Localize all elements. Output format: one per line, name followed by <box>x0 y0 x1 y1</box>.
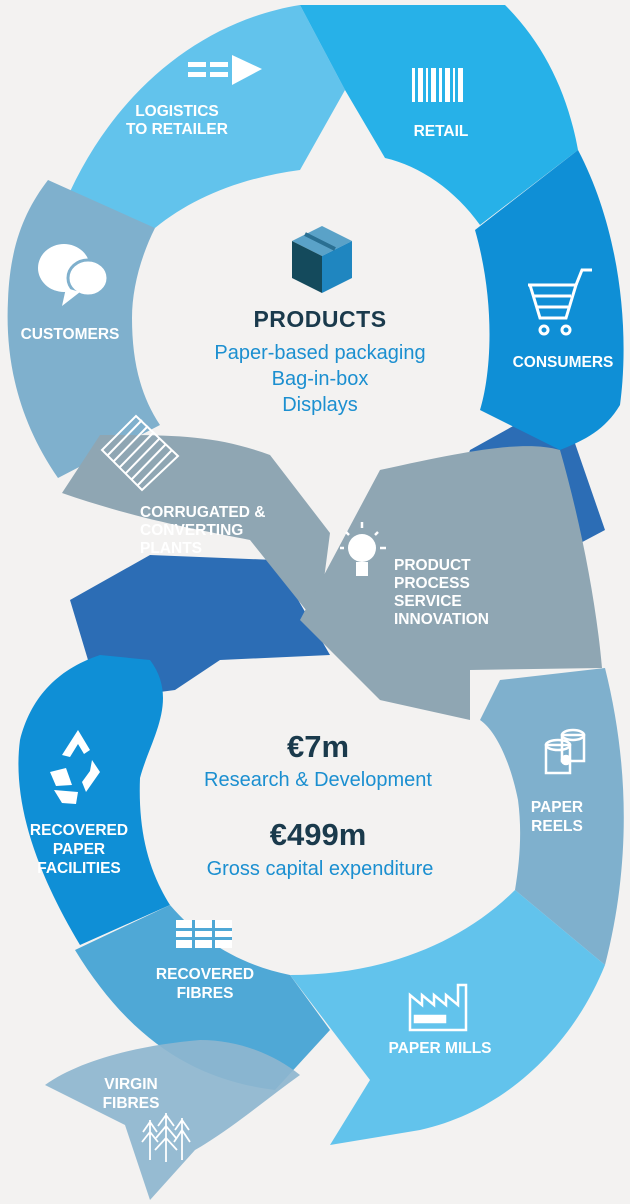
recovered-fibres-label-line-1: RECOVERED <box>156 966 254 983</box>
innovation-label-line-3: SERVICE <box>394 593 462 610</box>
paper-reels-label-line-2: REELS <box>531 818 583 835</box>
segment-consumers <box>475 150 624 450</box>
top-center-disc <box>132 138 488 494</box>
capex-value: €499m <box>270 817 367 852</box>
corrugated-sheets-icon <box>100 414 180 492</box>
trees-icon <box>141 1113 191 1162</box>
recovered-paper-label-line-2: PAPER <box>53 841 105 858</box>
recycle-icon <box>50 730 100 804</box>
innovation-label-line-1: PRODUCT <box>394 557 471 574</box>
segment-corrugated <box>62 435 330 625</box>
segment-innovation <box>300 446 602 720</box>
corrugated-label-line-3: PLANTS <box>140 540 202 557</box>
factory-icon <box>408 983 468 1032</box>
rd-spend-label: Research & Development <box>204 769 432 791</box>
bottom-center-disc <box>140 628 496 984</box>
corrugated-label-line-2: CONVERTING <box>140 522 243 539</box>
products-line-3: Displays <box>282 394 358 416</box>
segment-retail <box>300 5 578 225</box>
segment-recovered-paper <box>18 655 170 945</box>
retail-label-line-1: RETAIL <box>414 123 469 140</box>
capex-label: Gross capital expenditure <box>207 858 434 880</box>
rd-spend-value: €7m <box>287 729 349 764</box>
recovered-paper-label-line-1: RECOVERED <box>30 822 128 839</box>
recovered-fibres-label-line-2: FIBRES <box>177 985 234 1002</box>
recovered-paper-label-line-3: FACILITIES <box>37 860 121 877</box>
products-line-2: Bag-in-box <box>272 368 369 390</box>
innovation-label-line-4: INNOVATION <box>394 611 489 628</box>
corrugated-label-line-1: CORRUGATED & <box>140 504 265 521</box>
innovation-label-line-2: PROCESS <box>394 575 470 592</box>
products-title: PRODUCTS <box>253 306 386 332</box>
lightbulb-icon <box>340 522 386 576</box>
arrow-icon <box>188 55 262 85</box>
consumers-label-line-1: CONSUMERS <box>513 354 614 371</box>
customers-label-line-1: CUSTOMERS <box>21 326 120 343</box>
segment-logistics <box>60 5 345 228</box>
paper-reels-icon <box>544 728 586 775</box>
products-line-1: Paper-based packaging <box>214 342 425 364</box>
virgin-fibres-label-line-1: VIRGIN <box>104 1076 157 1093</box>
barcode-icon <box>412 68 463 102</box>
segment-recovered-fibres <box>75 905 330 1090</box>
virgin-fibres-label-line-2: FIBRES <box>103 1095 160 1112</box>
logistics-label-line-1: LOGISTICS <box>135 103 219 120</box>
segment-paper-mills <box>290 890 605 1145</box>
paper-reels-label-line-1: PAPER <box>531 799 583 816</box>
shopping-cart-icon <box>528 268 592 336</box>
segment-virgin-fibres <box>45 1040 300 1200</box>
paper-mills-label-line-1: PAPER MILLS <box>388 1040 491 1057</box>
logistics-label-line-2: TO RETAILER <box>126 121 228 138</box>
box-icon <box>292 226 352 293</box>
segment-paper-reels <box>480 668 624 965</box>
speech-bubbles-icon <box>38 244 110 306</box>
bale-icon <box>176 920 232 948</box>
